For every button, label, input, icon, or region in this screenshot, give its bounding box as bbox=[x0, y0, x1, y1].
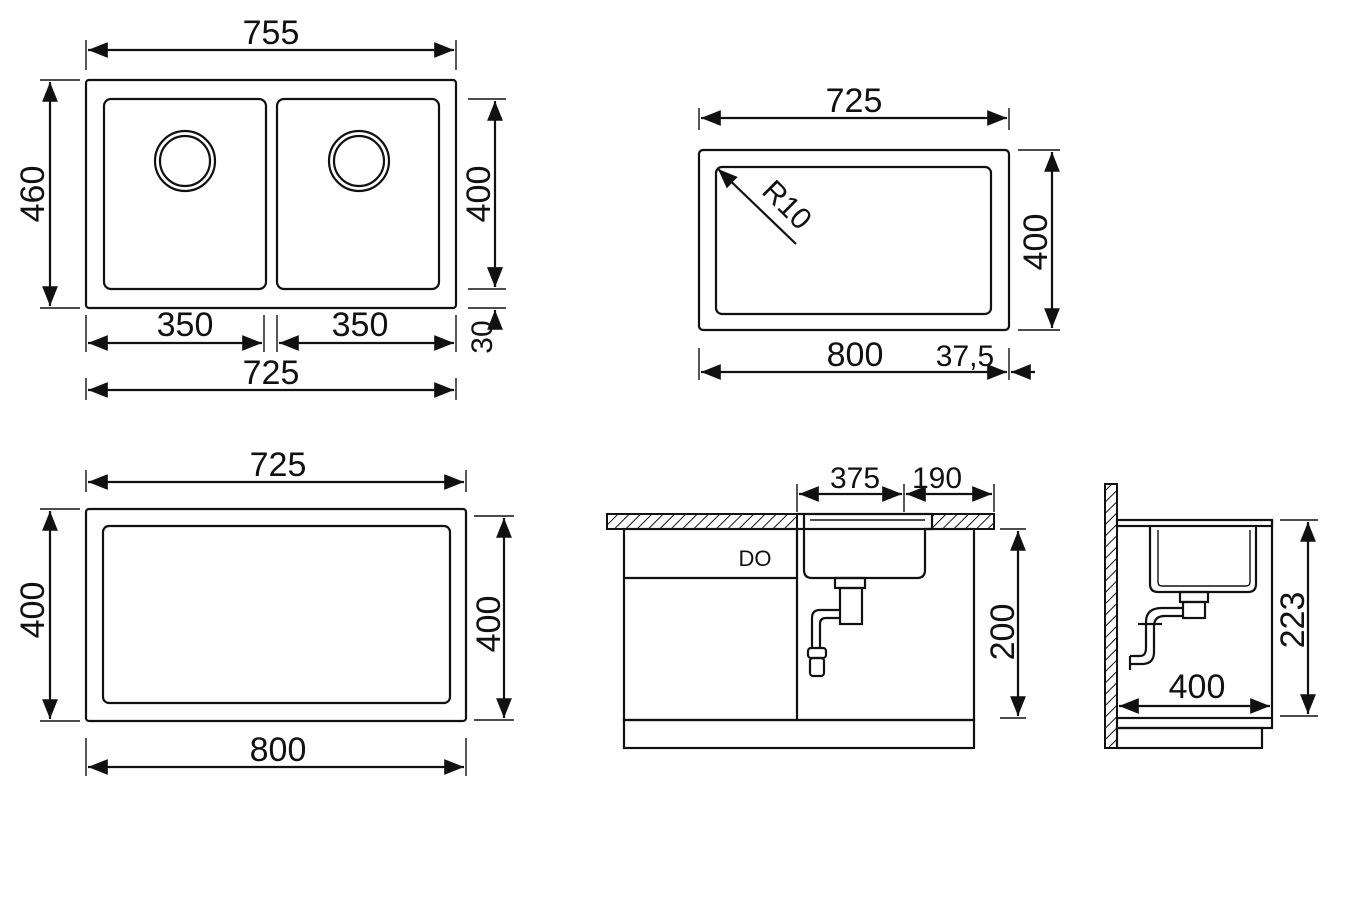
cabinet-plinth bbox=[1115, 726, 1264, 750]
inner-width-label: 725 bbox=[243, 354, 300, 392]
bowl bbox=[714, 165, 993, 316]
height-label: 223 bbox=[1274, 592, 1312, 649]
depth-label: 400 bbox=[1017, 214, 1055, 271]
trap-pipe bbox=[810, 608, 840, 648]
trap-body bbox=[1181, 600, 1207, 620]
right-drain bbox=[327, 129, 391, 193]
left-bowl-width-label: 350 bbox=[157, 306, 214, 344]
countertop-left bbox=[606, 513, 798, 530]
depth-label: 400 bbox=[1169, 668, 1226, 706]
side-offset-label: 190 bbox=[912, 462, 962, 495]
cabinet-base bbox=[1115, 716, 1274, 730]
front-elevation-view: DO 375 190 200 bbox=[606, 462, 1026, 750]
cabinet-label: DO bbox=[739, 546, 772, 571]
right-bowl bbox=[275, 97, 441, 291]
wall bbox=[1104, 483, 1118, 749]
single-sink-top-view-radius: R10 725 400 800 37,5 bbox=[697, 82, 1060, 380]
sink-bowl-section bbox=[1148, 526, 1258, 594]
overall-width-label: 800 bbox=[827, 336, 884, 374]
side-elevation-view: 400 223 bbox=[1104, 483, 1318, 750]
inner-width-label: 725 bbox=[250, 446, 307, 484]
left-depth-label: 400 bbox=[14, 582, 52, 639]
countertop-right bbox=[931, 513, 995, 530]
height-label: 200 bbox=[984, 604, 1022, 661]
single-sink-top-view: 725 400 400 800 bbox=[14, 446, 514, 776]
cabinet bbox=[622, 527, 976, 722]
radius-leader-line bbox=[717, 168, 797, 245]
inner-width-label: 725 bbox=[826, 82, 883, 120]
right-bowl-width-label: 350 bbox=[332, 306, 389, 344]
width-overall-label: 755 bbox=[243, 14, 300, 52]
overall-width-label: 800 bbox=[250, 731, 307, 769]
sink-outline bbox=[84, 78, 458, 310]
bowl-depth-label: 400 bbox=[460, 166, 498, 223]
edge-offset-label: 37,5 bbox=[936, 340, 994, 373]
trap-pipe bbox=[1130, 606, 1183, 666]
sink-outline bbox=[697, 148, 1011, 332]
bowl-width-label: 375 bbox=[830, 462, 880, 495]
left-drain bbox=[153, 129, 217, 193]
corner-radius-label: R10 bbox=[756, 174, 818, 236]
left-bowl bbox=[102, 97, 268, 291]
waste-outlet bbox=[808, 656, 826, 678]
depth-overall-label: 460 bbox=[14, 166, 52, 223]
drain-body bbox=[833, 576, 867, 590]
edge-offset-label: 30 bbox=[466, 320, 499, 353]
sink-bowl-section bbox=[797, 512, 934, 580]
bowl bbox=[101, 524, 452, 705]
right-depth-label: 400 bbox=[470, 596, 508, 653]
double-sink-top-view: 755 460 400 30 350 350 725 bbox=[14, 14, 506, 400]
sink-outline bbox=[84, 507, 468, 723]
cabinet-plinth bbox=[622, 718, 976, 750]
countertop bbox=[1115, 518, 1274, 528]
trap-body bbox=[838, 586, 864, 626]
drain-body bbox=[1178, 590, 1210, 604]
